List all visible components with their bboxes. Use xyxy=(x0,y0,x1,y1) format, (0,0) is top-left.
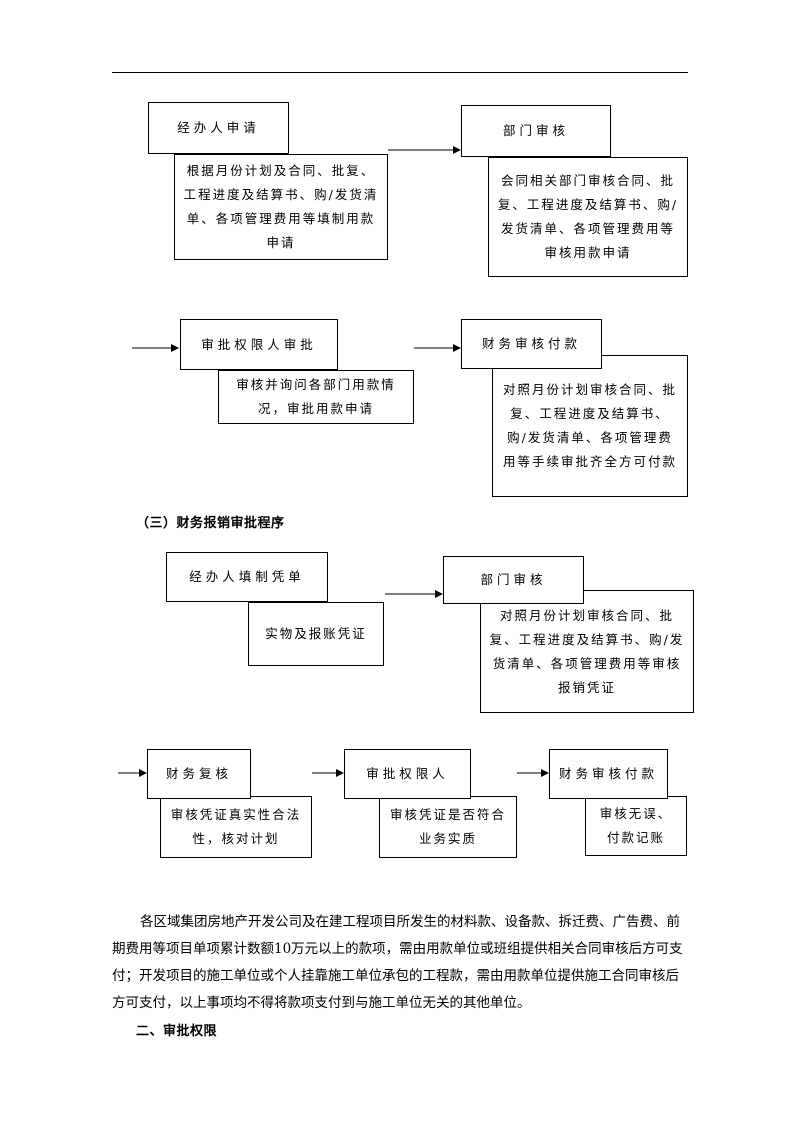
dept-check-title-box: 部门审核 xyxy=(443,556,584,604)
header-rule xyxy=(112,72,688,73)
approver-b-detail-text: 审核凭证是否符合业务实质 xyxy=(389,807,506,846)
apply-detail-text: 根据月份计划及合同、批复、工程进度及结算书、购/发货清单、各项管理费用等填制用款… xyxy=(183,163,379,250)
apply-detail-box: 根据月份计划及合同、批复、工程进度及结算书、购/发货清单、各项管理费用等填制用款… xyxy=(174,154,388,260)
pay-detail-box: 审核无误、付款记账 xyxy=(585,796,687,856)
section2-heading: 二、审批权限 xyxy=(136,1024,218,1039)
voucher-title-text: 经办人填制凭单 xyxy=(189,569,305,584)
approver-detail-text: 审核并询问各部门用款情况，审批用款申请 xyxy=(236,377,396,416)
pay-detail-text: 审核无误、付款记账 xyxy=(599,806,673,845)
dept-check-detail-text: 对照月份计划审核合同、批复、工程进度及结算书、购/发货清单、各项管理费用等审核报… xyxy=(489,607,685,695)
recheck-title-text: 财务复核 xyxy=(165,766,232,781)
approver-title-text: 审批权限人审批 xyxy=(201,336,317,352)
dept-review-title-text: 部门审核 xyxy=(502,123,569,138)
recheck-detail-box: 审核凭证真实性合法性，核对计划 xyxy=(160,796,312,858)
finance-detail-text: 对照月份计划审核合同、批复、工程进度及结算书、购/发货清单、各项管理费用等手续审… xyxy=(502,382,677,469)
dept-review-detail-text: 会同相关部门审核合同、批复、工程进度及结算书、购/发货清单、各项管理费用等审核用… xyxy=(497,173,679,260)
dept-review-title-box: 部门审核 xyxy=(461,105,611,157)
dept-check-detail-box: 对照月份计划审核合同、批复、工程进度及结算书、购/发货清单、各项管理费用等审核报… xyxy=(480,590,694,713)
recheck-title-box: 财务复核 xyxy=(147,749,251,799)
approver-title-box: 审批权限人审批 xyxy=(180,319,338,370)
apply-title-box: 经办人申请 xyxy=(148,102,289,154)
approver-detail-box: 审核并询问各部门用款情况，审批用款申请 xyxy=(218,370,414,424)
body-paragraph: 各区域集团房地产开发公司及在建工程项目所发生的材料款、设备款、拆迁费、广告费、前… xyxy=(112,914,683,1011)
voucher-detail-box: 实物及报账凭证 xyxy=(248,602,384,666)
voucher-title-box: 经办人填制凭单 xyxy=(166,552,328,602)
approver-b-title-text: 审批权限人 xyxy=(366,766,449,781)
voucher-detail-text: 实物及报账凭证 xyxy=(265,626,367,641)
apply-title-text: 经办人申请 xyxy=(177,120,260,135)
pay-title-text: 财务审核付款 xyxy=(558,766,658,781)
approver-b-detail-box: 审核凭证是否符合业务实质 xyxy=(379,796,517,858)
dept-check-title-text: 部门审核 xyxy=(480,572,547,587)
pay-title-box: 财务审核付款 xyxy=(549,749,668,799)
section3-heading: （三）财务报销审批程序 xyxy=(136,516,285,531)
approver-b-title-box: 审批权限人 xyxy=(344,749,471,799)
finance-title-text: 财务审核付款 xyxy=(481,336,581,351)
dept-review-detail-box: 会同相关部门审核合同、批复、工程进度及结算书、购/发货清单、各项管理费用等审核用… xyxy=(488,157,688,277)
finance-detail-box: 对照月份计划审核合同、批复、工程进度及结算书、购/发货清单、各项管理费用等手续审… xyxy=(492,355,688,497)
recheck-detail-text: 审核凭证真实性合法性，核对计划 xyxy=(170,807,302,846)
finance-title-box: 财务审核付款 xyxy=(461,319,602,369)
